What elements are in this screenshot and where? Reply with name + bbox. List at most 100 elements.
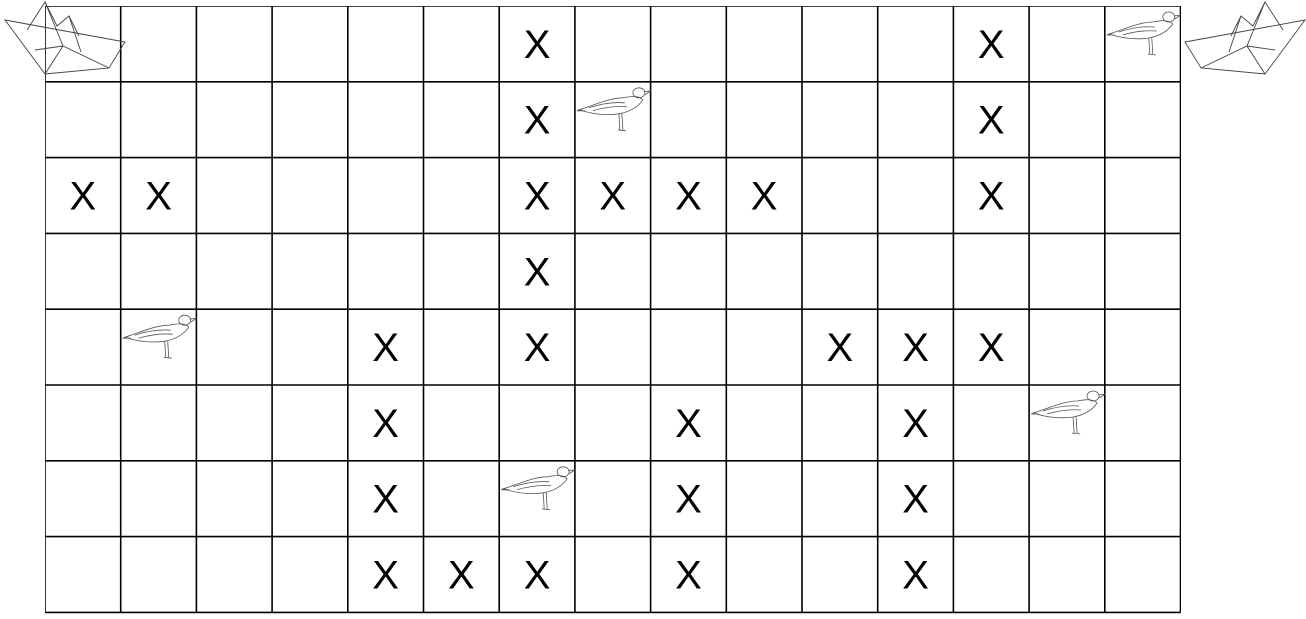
grid-cell[interactable]: X	[348, 309, 424, 385]
grid-cell[interactable]	[499, 461, 575, 537]
grid-cell[interactable]	[1105, 461, 1181, 537]
grid-cell[interactable]	[802, 158, 878, 234]
grid-cell[interactable]	[424, 233, 500, 309]
grid-cell[interactable]: X	[575, 158, 651, 234]
grid-cell[interactable]	[196, 461, 272, 537]
grid-cell[interactable]	[802, 385, 878, 461]
grid-cell[interactable]: X	[499, 82, 575, 158]
grid-cell[interactable]	[196, 385, 272, 461]
grid-cell[interactable]	[1029, 309, 1105, 385]
grid-cell[interactable]	[878, 6, 954, 82]
grid-cell[interactable]	[1105, 537, 1181, 613]
grid-cell[interactable]	[272, 233, 348, 309]
grid-cell[interactable]	[196, 309, 272, 385]
grid-cell[interactable]	[45, 6, 121, 82]
grid-cell[interactable]	[953, 385, 1029, 461]
grid-cell[interactable]	[45, 309, 121, 385]
grid-cell[interactable]	[651, 233, 727, 309]
grid-cell[interactable]	[272, 6, 348, 82]
grid-cell[interactable]: X	[878, 385, 954, 461]
grid-cell[interactable]: X	[651, 461, 727, 537]
grid-cell[interactable]: X	[651, 158, 727, 234]
grid-cell[interactable]: X	[878, 309, 954, 385]
grid-cell[interactable]	[196, 82, 272, 158]
grid-cell[interactable]	[348, 6, 424, 82]
grid-cell[interactable]	[272, 82, 348, 158]
grid-cell[interactable]	[953, 461, 1029, 537]
grid-cell[interactable]: X	[499, 6, 575, 82]
grid-cell[interactable]	[726, 461, 802, 537]
grid-cell[interactable]	[121, 309, 197, 385]
grid-cell[interactable]	[424, 158, 500, 234]
grid-cell[interactable]	[878, 82, 954, 158]
grid-cell[interactable]	[196, 537, 272, 613]
grid-cell[interactable]: X	[348, 385, 424, 461]
grid-cell[interactable]	[272, 461, 348, 537]
grid-cell[interactable]	[651, 309, 727, 385]
grid-cell[interactable]	[1105, 82, 1181, 158]
grid-cell[interactable]	[424, 309, 500, 385]
grid-cell[interactable]: X	[953, 309, 1029, 385]
grid-cell[interactable]	[1029, 385, 1105, 461]
grid-cell[interactable]: X	[726, 158, 802, 234]
grid-cell[interactable]	[45, 461, 121, 537]
grid-cell[interactable]	[1105, 233, 1181, 309]
grid-cell[interactable]	[651, 6, 727, 82]
grid-cell[interactable]: X	[499, 233, 575, 309]
grid-cell[interactable]: X	[45, 158, 121, 234]
grid-cell[interactable]	[575, 82, 651, 158]
grid-cell[interactable]	[121, 82, 197, 158]
grid-cell[interactable]: X	[499, 537, 575, 613]
grid-cell[interactable]	[196, 158, 272, 234]
grid-cell[interactable]	[45, 537, 121, 613]
grid-cell[interactable]	[272, 309, 348, 385]
grid-cell[interactable]	[802, 461, 878, 537]
grid-cell[interactable]	[878, 158, 954, 234]
grid-cell[interactable]	[1105, 6, 1181, 82]
grid-cell[interactable]	[726, 82, 802, 158]
grid-cell[interactable]	[1029, 537, 1105, 613]
grid-cell[interactable]	[121, 385, 197, 461]
grid-cell[interactable]: X	[651, 537, 727, 613]
grid-cell[interactable]: X	[953, 158, 1029, 234]
grid-cell[interactable]	[1029, 6, 1105, 82]
grid-cell[interactable]	[953, 537, 1029, 613]
grid-cell[interactable]	[575, 6, 651, 82]
grid-cell[interactable]	[348, 233, 424, 309]
grid-cell[interactable]	[953, 233, 1029, 309]
grid-cell[interactable]: X	[878, 461, 954, 537]
grid-cell[interactable]	[1105, 158, 1181, 234]
grid-cell[interactable]	[575, 233, 651, 309]
grid-cell[interactable]	[348, 158, 424, 234]
grid-cell[interactable]	[45, 385, 121, 461]
grid-cell[interactable]	[1105, 309, 1181, 385]
grid-cell[interactable]: X	[348, 461, 424, 537]
grid-cell[interactable]	[802, 537, 878, 613]
grid-cell[interactable]	[726, 6, 802, 82]
grid-cell[interactable]	[45, 233, 121, 309]
grid-cell[interactable]	[575, 461, 651, 537]
grid-cell[interactable]: X	[121, 158, 197, 234]
grid-cell[interactable]	[575, 385, 651, 461]
grid-cell[interactable]: X	[878, 537, 954, 613]
grid-cell[interactable]	[121, 461, 197, 537]
grid-cell[interactable]: X	[424, 537, 500, 613]
grid-cell[interactable]	[424, 385, 500, 461]
grid-cell[interactable]	[802, 82, 878, 158]
grid-cell[interactable]	[499, 385, 575, 461]
grid-cell[interactable]	[1105, 385, 1181, 461]
grid-cell[interactable]	[196, 233, 272, 309]
grid-cell[interactable]	[726, 233, 802, 309]
grid-cell[interactable]	[272, 385, 348, 461]
grid-cell[interactable]: X	[802, 309, 878, 385]
grid-cell[interactable]	[272, 158, 348, 234]
grid-cell[interactable]	[726, 385, 802, 461]
grid-cell[interactable]: X	[953, 82, 1029, 158]
grid-cell[interactable]	[121, 537, 197, 613]
grid-cell[interactable]	[424, 6, 500, 82]
grid-cell[interactable]	[726, 309, 802, 385]
grid-cell[interactable]: X	[348, 537, 424, 613]
grid-cell[interactable]	[424, 461, 500, 537]
grid-cell[interactable]	[45, 82, 121, 158]
grid-cell[interactable]: X	[499, 309, 575, 385]
